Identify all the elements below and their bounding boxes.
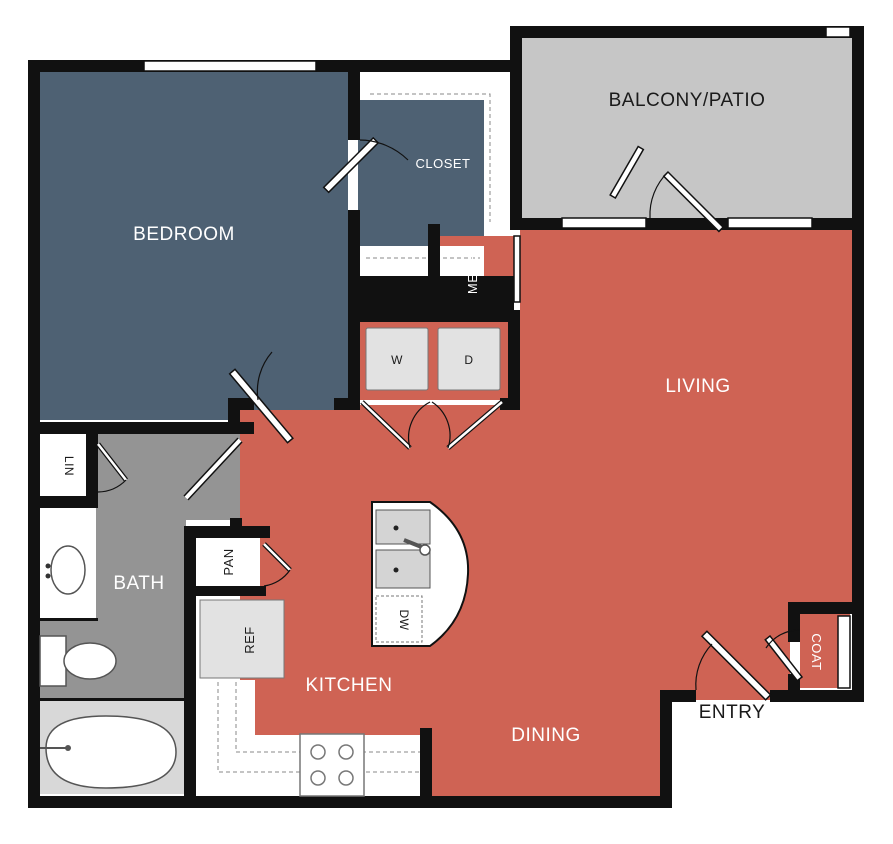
label-dining: DINING (511, 725, 581, 746)
label-mech: MECH (465, 254, 480, 294)
pantry-area (206, 536, 260, 586)
bedroom-door (228, 368, 294, 444)
sink-basin-upper (375, 509, 431, 545)
label-kitchen: KITCHEN (306, 675, 393, 696)
refrigerator (199, 599, 285, 679)
bedroom-area (40, 72, 348, 420)
label-coat: COAT (809, 633, 824, 670)
entry-door (700, 630, 772, 701)
label-entry: ENTRY (699, 702, 766, 723)
toilet-bowl (63, 642, 117, 680)
label-ref: REF (242, 626, 257, 654)
sink-basin-lower (375, 549, 431, 589)
label-lin: LIN (62, 456, 76, 476)
bathtub (45, 715, 177, 789)
balcony-window-left (561, 217, 647, 229)
toilet-tank (39, 635, 67, 687)
balcony-door-left (609, 145, 645, 200)
bedroom-window (143, 60, 317, 72)
balcony-area (520, 38, 852, 218)
label-bath: BATH (113, 573, 164, 594)
label-dryer: D (464, 353, 473, 367)
coat-door (764, 634, 804, 682)
closet-area (358, 100, 484, 246)
bath-sink (50, 545, 86, 595)
closet-door (322, 136, 380, 194)
stove (299, 733, 365, 797)
label-pan: PAN (221, 548, 236, 575)
label-bedroom: BEDROOM (133, 224, 235, 245)
label-closet: CLOSET (415, 156, 470, 171)
label-dw: DW (397, 610, 411, 631)
balcony-window-right (727, 217, 813, 229)
washer (365, 327, 429, 391)
label-living: LIVING (665, 376, 730, 397)
dryer (437, 327, 501, 391)
dishwasher (375, 595, 423, 643)
label-balcony: BALCONY/PATIO (609, 90, 766, 111)
living-area (240, 230, 852, 796)
label-washer: W (391, 353, 403, 367)
linen-area (40, 434, 86, 496)
